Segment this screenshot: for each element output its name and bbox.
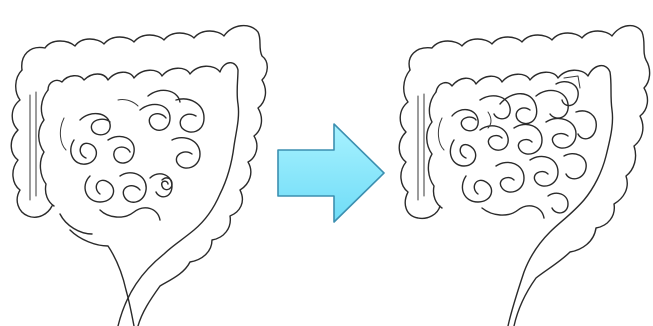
intestine-after-illustration bbox=[380, 0, 653, 326]
right-arrow-shape bbox=[270, 118, 390, 228]
intestine-before-illustration bbox=[0, 0, 290, 326]
intestine-before-panel bbox=[0, 0, 290, 326]
intestine-after-panel bbox=[380, 0, 653, 326]
right-arrow-icon bbox=[270, 118, 390, 228]
